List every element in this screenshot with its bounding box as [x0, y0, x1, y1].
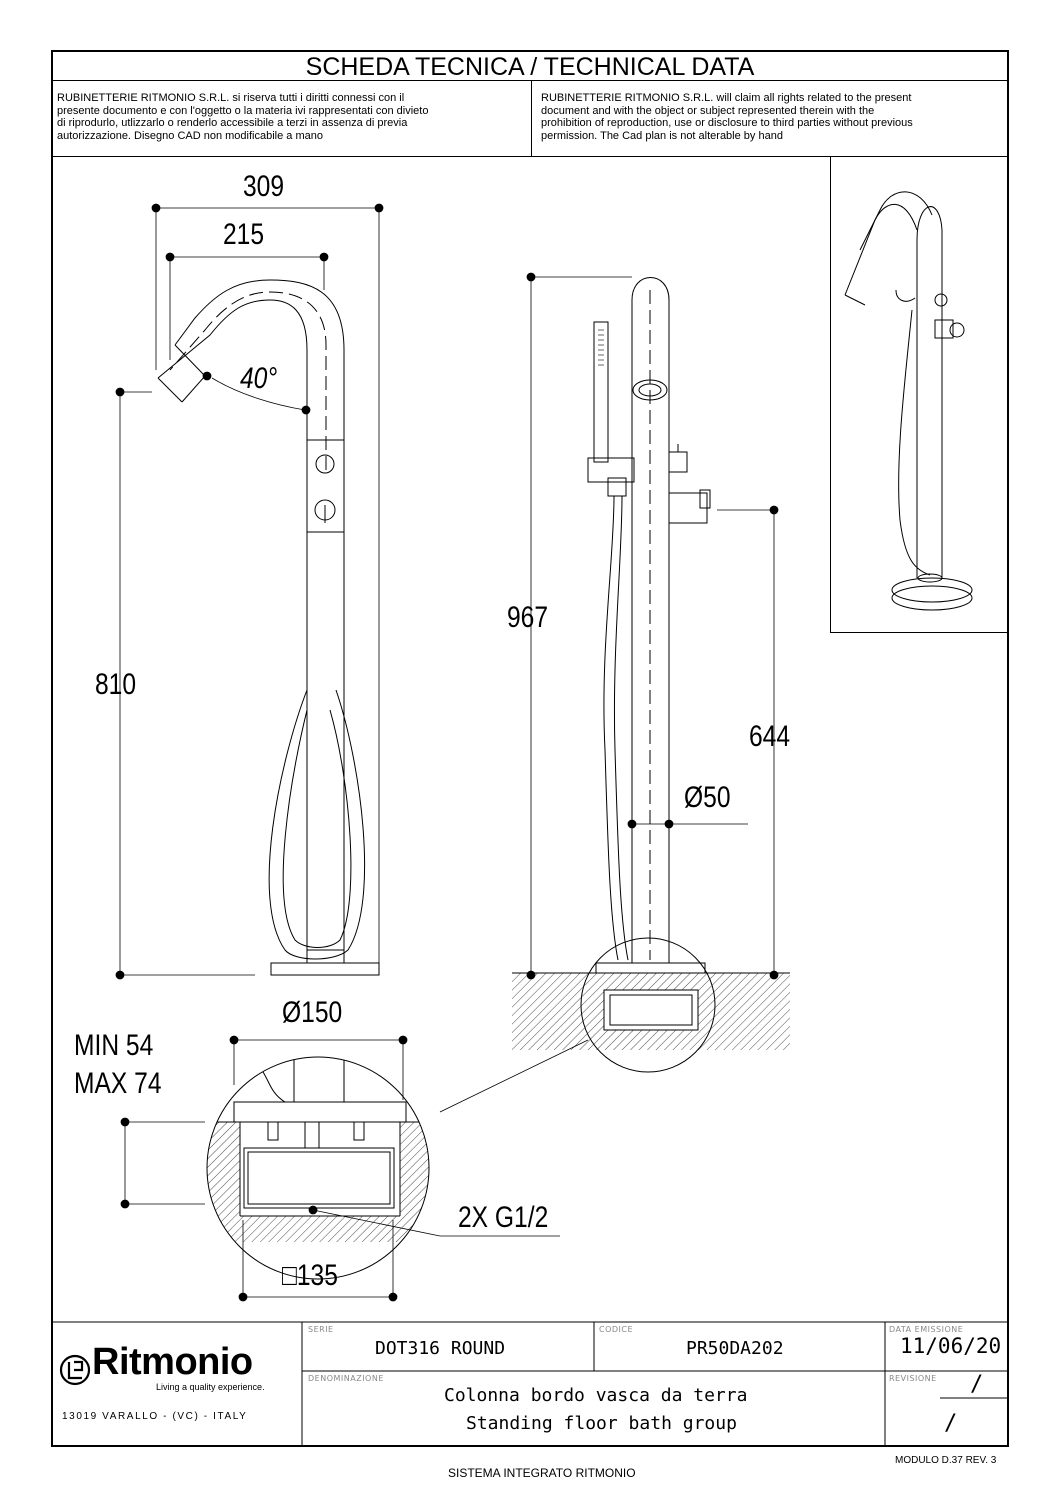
ritmonio-logo-mark [59, 1354, 91, 1386]
notice-italian: RUBINETTERIE RITMONIO S.R.L. si riserva … [57, 92, 429, 142]
denominazione-italian: Colonna bordo vasca da terra [444, 1385, 748, 1406]
inset-bottom-border [830, 632, 1009, 633]
dim-max: MAX 74 [74, 1067, 162, 1100]
dim-connection: 2X G1/2 [458, 1201, 549, 1234]
detail-view [206, 1056, 430, 1280]
company-address: 13019 VARALLO - (VC) - ITALY [62, 1411, 248, 1422]
front-dimensions [115, 203, 384, 980]
denominazione-label: DENOMINAZIONE [308, 1374, 384, 1383]
sistema-label: SISTEMA INTEGRATO RITMONIO [448, 1466, 636, 1480]
front-view [157, 279, 380, 976]
codice-value: PR50DA202 [686, 1338, 784, 1359]
side-dimensions [439, 272, 779, 1113]
dim-width-spout: 215 [223, 218, 265, 251]
inset-left-border [830, 156, 831, 633]
notice-divider [51, 156, 1009, 157]
data-emissione-label: DATA EMISSIONE [889, 1325, 964, 1334]
logo-name: Ritmonio [92, 1341, 253, 1383]
dim-height-total: 967 [507, 601, 549, 634]
dim-height-diverter: 644 [749, 720, 791, 753]
revisione-value-top: / [970, 1372, 984, 1397]
dim-diameter-base: Ø150 [282, 996, 343, 1029]
isometric-view [844, 191, 973, 611]
logo-tagline: Living a quality experience. [156, 1382, 265, 1392]
side-view [512, 277, 790, 1073]
notice-split [531, 80, 532, 156]
sheet-title: SCHEDA TECNICA / TECHNICAL DATA [305, 53, 755, 81]
dim-angle: 40° [240, 362, 278, 395]
detail-dimensions [120, 1035, 560, 1302]
title-block-lines [51, 1321, 1009, 1447]
denominazione-english: Standing floor bath group [466, 1413, 737, 1434]
revisione-label: REVISIONE [889, 1374, 937, 1383]
modulo-label: MODULO D.37 REV. 3 [895, 1455, 997, 1466]
dim-height-spout: 810 [95, 668, 137, 701]
data-emissione-value: 11/06/20 [900, 1334, 1002, 1358]
notice-english: RUBINETTERIE RITMONIO S.R.L. will claim … [541, 92, 913, 142]
title-divider [51, 80, 1009, 81]
dim-min: MIN 54 [74, 1029, 154, 1062]
revisione-value-bottom: / [944, 1411, 958, 1436]
dim-diameter-column: Ø50 [684, 781, 731, 814]
serie-value: DOT316 ROUND [375, 1338, 506, 1359]
dim-width-total: 309 [243, 170, 285, 203]
serie-label: SERIE [308, 1325, 334, 1334]
dim-square-box: □135 [282, 1259, 338, 1292]
drawing-frame [51, 50, 1009, 1447]
codice-label: CODICE [599, 1325, 634, 1334]
